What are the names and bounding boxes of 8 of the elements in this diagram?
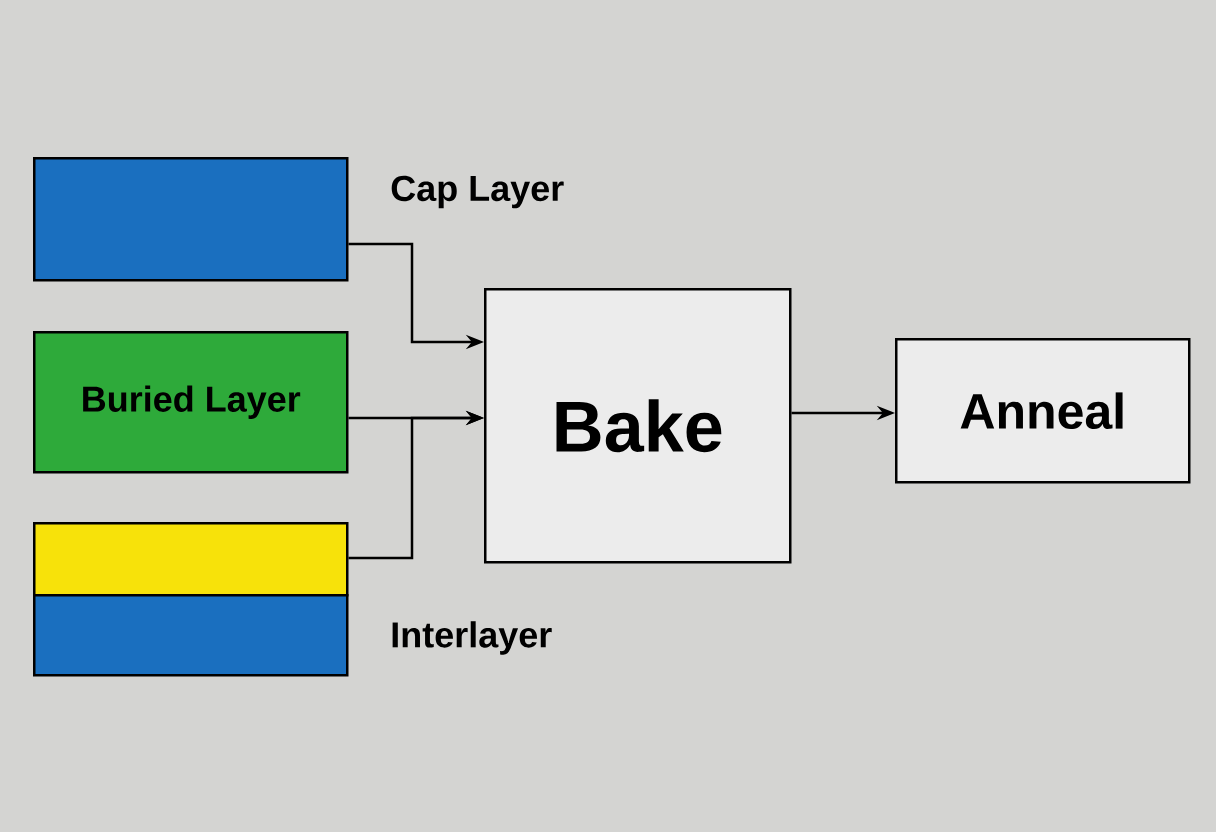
layer-block	[33, 157, 349, 282]
process-box: Anneal	[895, 338, 1191, 484]
layer-block: Buried Layer	[33, 331, 349, 474]
layer-block	[33, 522, 349, 597]
layer-label: Cap Layer	[391, 175, 564, 209]
process-box: Bake	[484, 288, 792, 564]
layer-label: Interlayer	[392, 621, 552, 655]
layer-block	[33, 594, 349, 677]
